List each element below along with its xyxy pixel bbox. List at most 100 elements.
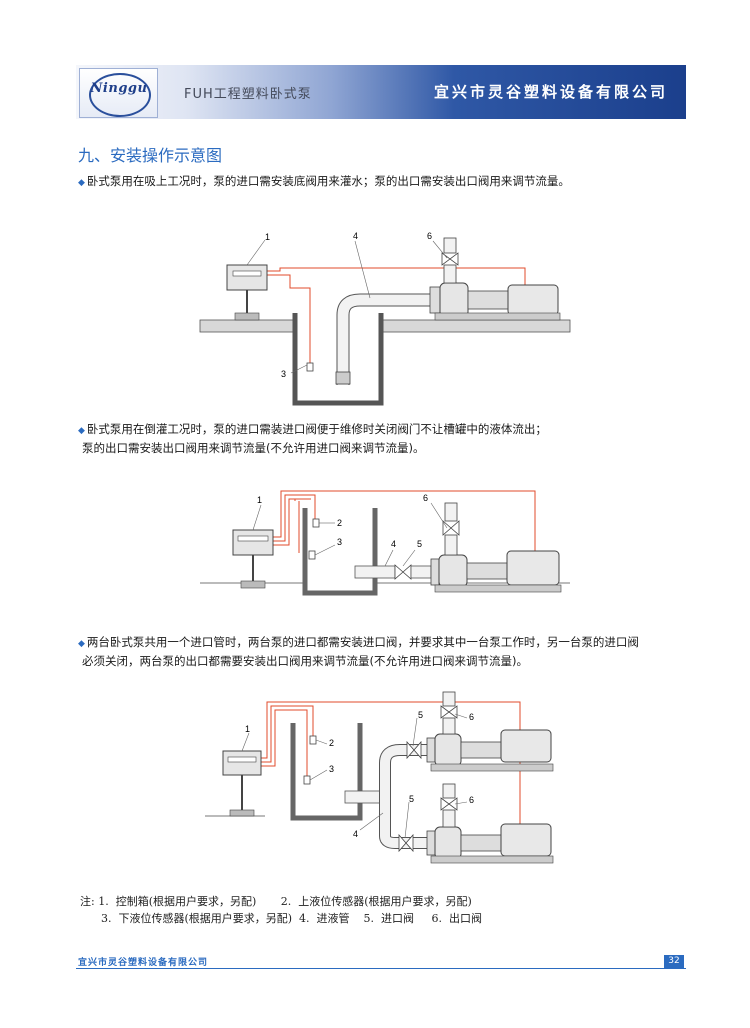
footer-divider [76,968,686,969]
pump-casing [439,282,469,318]
pump-base [434,312,561,321]
notes-line: 3. 下液位传感器(根据用户要求，另配) 4. 进液管 5. 进口阀 6. 出口… [80,912,482,925]
control-box-base [240,580,266,589]
pump-2-outlet-top [442,783,456,799]
leader-line [252,504,262,531]
pump-1-motor [500,729,552,763]
control-box-display [227,756,257,763]
low-level-sensor [306,362,314,372]
control-box [226,264,268,291]
pump-2-outlet-pipe [442,809,456,828]
document-title: FUH工程塑料卧式泵 [184,87,312,102]
bullet-diamond-icon: ◆ [78,426,85,436]
header-company-name: 宜兴市灵谷塑料设备有限公司 [433,83,668,101]
pump-1-base [430,763,554,772]
leader-line [290,364,308,374]
leader-line [404,801,410,839]
outlet-valve [441,252,459,266]
callout-label: 3 [329,764,334,774]
control-box-base [229,809,255,817]
pump-1-bearing [460,741,502,759]
wire-motor [263,267,526,285]
diagram-2-caption: ◆卧式泵用在倒灌工况时，泵的进口需装进口阀便于维修时关闭阀门不让槽罐中的液体流出… [78,421,547,457]
company-logo: Ninggu [79,68,158,118]
bullet-diamond-icon: ◆ [78,639,85,649]
callout-label: 1 [257,495,262,505]
leader-line [246,239,266,266]
callout-label: 2 [337,518,342,528]
pump-flange [429,286,441,314]
callout-label: 5 [417,539,422,549]
leader-line [241,732,250,752]
leader-line [454,713,468,719]
diagram-1-caption: ◆卧式泵用在吸上工况时，泵的进口需安装底阀用来灌水；泵的出口需安装出口阀用来调节… [78,173,570,192]
pump-2-bearing [460,834,502,852]
outlet-pipe-top [444,502,458,522]
pump-casing [438,554,468,588]
wire-high-sensor [261,705,314,763]
leader-line [359,812,384,831]
page-number: 32 [664,955,684,968]
leader-line [402,549,416,567]
inlet-valve [394,564,412,580]
leader-line [309,769,328,781]
page-header: Ninggu FUH工程塑料卧式泵 宜兴市灵谷塑料设备有限公司 [76,65,686,119]
callout-label: 2 [329,738,334,748]
diagram-3-dual-pump: 1 2 3 4 5 6 5 6 [205,691,554,864]
wire-motor-1 [261,701,521,759]
pump-1-outlet-valve [440,705,458,719]
pump-1-outlet-pipe [442,717,456,735]
callout-label: 5 [409,794,414,804]
logo-text: Ninggu [90,81,148,96]
pump-motor [506,550,560,586]
leader-line [412,717,418,747]
caption-line: 卧式泵用在吸上工况时，泵的进口需安装底阀用来灌水；泵的出口需安装出口阀用来调节流… [86,174,570,188]
low-level-sensor [308,550,316,560]
diagram-1-suction-lift: 1 4 6 3 [199,231,571,406]
leader-line [432,240,448,259]
low-level-sensor [303,775,311,785]
outlet-valve [442,520,460,536]
notes-line: 注: 1. 控制箱(根据用户要求，另配) 2. 上液位传感器(根据用户要求，另配… [80,895,472,908]
wire-motor [273,490,536,551]
control-box [222,750,262,776]
pump-1-flange [426,737,436,763]
callout-label: 6 [423,493,428,503]
legend-notes: 注: 1. 控制箱(根据用户要求，另配) 2. 上液位传感器(根据用户要求，另配… [80,893,482,927]
outlet-pipe-top [443,237,457,254]
pump-1-outlet-top [442,691,456,707]
caption-line: 两台卧式泵共用一个进口管时，两台泵的进口都需安装进口阀，并要求其中一台泵工作时，… [86,635,639,649]
leader-line [314,544,336,556]
branch-pipe-lower-outline [379,797,427,849]
wire-branch [294,499,300,553]
section-heading: 九、安装操作示意图 [78,146,223,165]
high-level-sensor [312,518,320,528]
pump-2-base [430,855,554,864]
pump-1-casing [434,733,462,767]
pump-2-casing [434,826,462,860]
pump-bearing [466,562,508,580]
caption-line: 必须关闭，两台泵的出口都需要安装出口阀用来调节流量(不允许用进口阀来调节流量)。 [82,654,528,668]
branch-pipe-lower [380,797,427,848]
branch-pipe-upper [380,745,427,797]
leader-line [354,240,371,299]
control-box [232,529,274,556]
pump-2-motor [500,823,552,857]
diagram-3-caption: ◆两台卧式泵共用一个进口管时，两台泵的进口都需安装进口阀，并要求其中一台泵工作时… [78,634,639,670]
pump-motor [507,284,559,316]
inlet-pipe [337,294,433,385]
leader-line [315,739,328,745]
callout-label: 6 [427,231,432,241]
control-box-display [237,535,269,542]
wire-low-sensor [261,709,308,778]
inlet-valve-lower [398,833,414,853]
pump-flange [430,558,440,586]
caption-line: 泵的出口需安装出口阀用来调节流量(不允许用进口阀来调节流量)。 [82,441,425,455]
pump-2-flange [426,830,436,856]
pump-bearing [467,290,509,310]
foot-valve [335,371,351,385]
inlet-pipe-2 [410,565,432,579]
logo-ring-icon [89,73,151,117]
control-box-base [234,312,260,321]
callout-label: 4 [353,231,358,241]
